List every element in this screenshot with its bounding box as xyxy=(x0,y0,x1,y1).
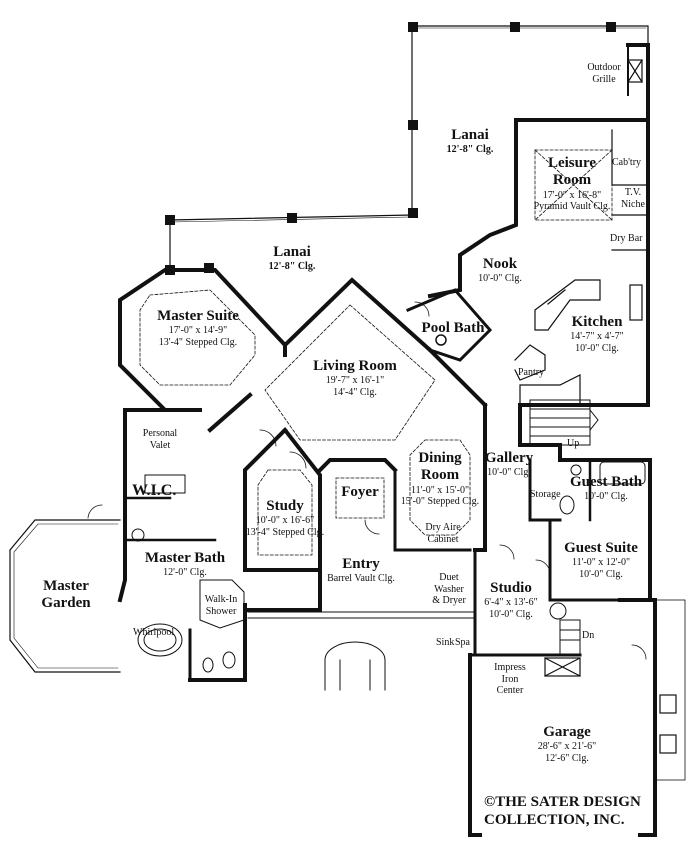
label-outdoor-grille: Outdoor Grille xyxy=(587,62,621,85)
label-walk-in-shower: Walk-In Shower xyxy=(204,594,238,617)
label-impress-iron-center: Impress Iron Center xyxy=(494,662,526,696)
label-duet-washer-dryer: Duet Washer & Dryer xyxy=(432,572,466,606)
room-studio: Studio 6'-4" x 13'-6" 10'-0" Clg. xyxy=(484,580,538,620)
guest-bath-fixtures xyxy=(559,461,646,515)
room-lanai-top: Lanai 12'-8" Clg. xyxy=(446,127,494,156)
room-master-bath: Master Bath 12'-0" Clg. xyxy=(144,550,226,579)
master-garden-outline xyxy=(9,504,121,673)
door-swings xyxy=(259,301,551,575)
room-dining: Dining Room 11'-0" x 15'-0" 15'-0" Stepp… xyxy=(400,450,480,507)
room-pool-bath: Pool Bath xyxy=(421,320,485,336)
exterior-walls xyxy=(117,43,657,837)
label-up: Up xyxy=(567,438,580,449)
room-master-garden: Master Garden xyxy=(41,578,91,612)
dining-ceiling xyxy=(409,439,471,536)
study-ceiling xyxy=(257,469,313,556)
living-ceiling xyxy=(264,304,436,441)
lanai-posts xyxy=(165,22,616,275)
master-bath-fixtures xyxy=(131,474,245,673)
copyright-notice: ©THE SATER DESIGN COLLECTION, INC. xyxy=(484,794,641,828)
room-garage: Garage 28'-6" x 21'-6" 12'-6" Clg. xyxy=(537,724,597,764)
garage-details xyxy=(544,599,686,781)
label-dry-bar: Dry Bar xyxy=(610,233,643,244)
label-sink: Sink xyxy=(436,637,455,648)
room-gallery: Gallery 10'-0" Clg. xyxy=(484,450,534,479)
room-lanai-left: Lanai 12'-8" Clg. xyxy=(268,244,316,273)
room-leisure: Leisure Room 17'-0" x 16'-8" Pyramid Vau… xyxy=(533,155,611,212)
master-stepped-ceiling xyxy=(139,289,256,386)
room-wic: W.I.C. xyxy=(132,482,177,499)
label-spa: Spa xyxy=(455,637,470,648)
stairs-down xyxy=(549,602,581,656)
room-guest-suite: Guest Suite 11'-0" x 12'-0" 10'-0" Clg. xyxy=(564,540,638,580)
pool-bath-walls xyxy=(406,288,493,362)
label-storage: Storage xyxy=(530,489,561,500)
label-personal-valet: Personal Valet xyxy=(142,428,178,451)
room-foyer: Foyer xyxy=(341,484,379,500)
label-dn: Dn xyxy=(582,630,595,641)
foyer-ceiling xyxy=(335,477,385,519)
room-entry: Entry Barrel Vault Clg. xyxy=(327,556,395,585)
label-cabtry: Cab'try xyxy=(612,157,642,168)
room-kitchen: Kitchen 14'-7" x 4'-7" 10'-0" Clg. xyxy=(570,314,624,354)
room-living: Living Room 19'-7" x 16'-1" 14'-4" Clg. xyxy=(313,358,397,398)
label-pantry: Pantry xyxy=(518,367,545,378)
entry-bridge xyxy=(247,611,476,691)
label-dry-aire-cabinet: Dry Aire Cabinet xyxy=(425,522,461,545)
room-nook: Nook 10'-0" Clg. xyxy=(478,256,522,285)
label-whirlpool: Whirlpool xyxy=(133,627,175,638)
room-guest-bath: Guest Bath 10'-0" Clg. xyxy=(569,474,643,503)
label-tv-niche: T.V. Niche xyxy=(621,187,645,210)
stairs-up xyxy=(529,399,599,446)
room-master-suite: Master Suite 17'-0" x 14'-9" 13'-4" Step… xyxy=(157,308,239,348)
room-study: Study 10'-0" x 16'-6" 13'-4" Stepped Clg… xyxy=(245,498,325,538)
kitchen-interior xyxy=(514,59,649,406)
pyramid-ceiling xyxy=(534,149,613,221)
